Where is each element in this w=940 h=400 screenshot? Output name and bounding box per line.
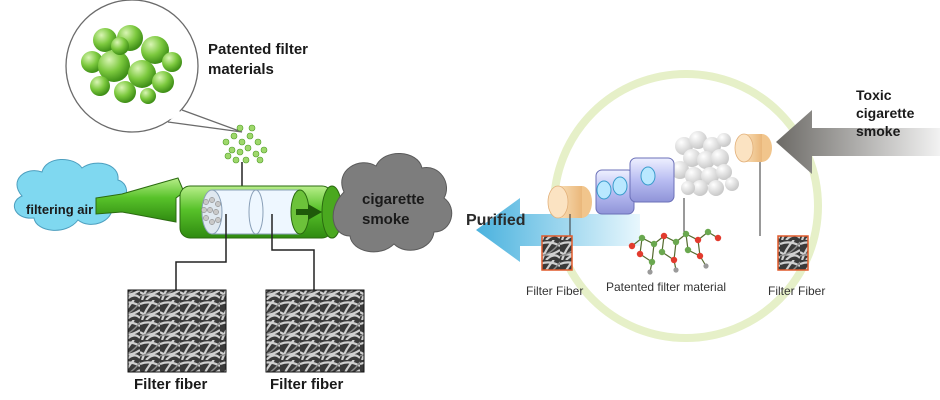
white-bead-cloud [671,131,739,196]
filtering-air-cloud [13,159,127,231]
fiber-pointer-lines [175,214,315,290]
filter-fiber-photo-right [265,289,365,373]
purified-arrow [476,198,640,262]
patented-filter-material-caption: Patented filter material [606,280,727,294]
filter-fiber-caption-left: Filter Fiber [526,284,584,298]
filter-fiber-thumb-right [777,235,809,271]
filter-fiber-thumb-left [541,235,573,271]
toxic-smoke-arrow [776,110,940,174]
cigarette-smoke-cloud [332,153,453,253]
right-pointer-lines [569,162,761,236]
filter-fiber-caption-right: Filter Fiber [768,284,826,298]
filter-sleeves [595,157,675,215]
purified-label: Purified [466,212,526,229]
molecule-structure [628,228,722,275]
toxic-smoke-label: Toxic cigarette smoke [856,87,915,139]
granules [222,124,268,164]
green-bead-cluster [81,25,182,104]
left-diagram [13,0,453,373]
filter-fiber-label-right: Filter fiber [270,376,344,393]
right-diagram [476,70,940,342]
filter-fiber-photo-left [127,289,227,373]
filter-fiber-label-left: Filter fiber [134,376,208,393]
filter-cap-right [734,133,772,163]
cigarette-smoke-label: cigarette smoke [362,191,425,228]
filtering-air-label: filtering air [26,202,94,217]
process-ring [550,70,822,342]
inflow-arrow [296,204,322,220]
cigarette-holder [95,177,343,239]
filter-cap-left [547,185,592,219]
patented-filter-materials-label: Patented filter materials [208,41,309,78]
